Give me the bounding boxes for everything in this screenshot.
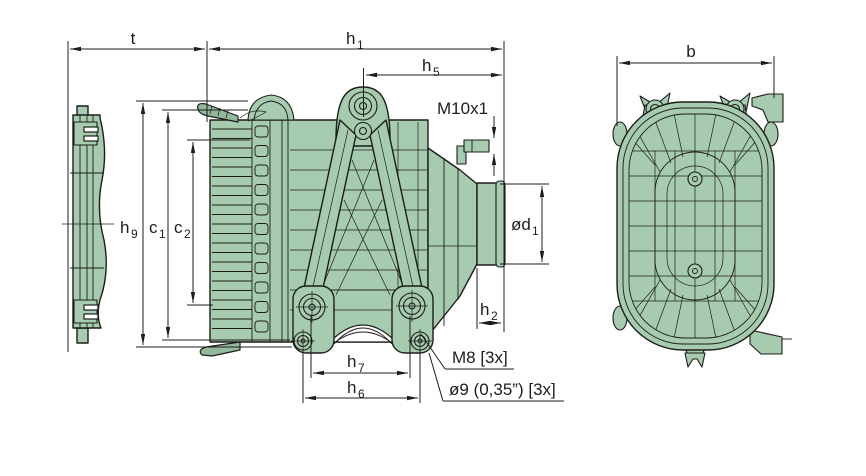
vacuum-stud [456, 139, 490, 165]
svg-text:h: h [120, 218, 129, 237]
svg-text:1: 1 [357, 38, 364, 52]
dim-h1-label: h 1 [346, 29, 364, 52]
view-mounting-band-profile [62, 105, 114, 344]
callout-m8-label: M8 [3x] [452, 348, 508, 367]
callout-o9-label: ø9 (0,35”) [3x] [449, 380, 556, 399]
end-bottom-bracket [749, 329, 792, 355]
latch-dome [247, 94, 295, 121]
bottom-latch [199, 341, 241, 357]
dim-c2-label: c 2 [174, 218, 191, 241]
mounting-bracket [291, 86, 434, 354]
end-top-bracket [751, 93, 784, 123]
svg-text:5: 5 [433, 65, 440, 79]
band-bottom-tab [76, 327, 89, 344]
dim-h2-label: h 2 [480, 300, 498, 323]
svg-text:1: 1 [159, 227, 166, 241]
bolt-boss-m8-left [296, 291, 328, 323]
extension-lines [67, 41, 775, 403]
svg-text:7: 7 [358, 361, 365, 375]
dim-t-label: t [131, 29, 136, 48]
svg-text:2: 2 [184, 227, 191, 241]
svg-text:h: h [346, 29, 355, 48]
bolt-boss-m8-right [396, 290, 428, 322]
stud-m10 [463, 139, 490, 153]
end-pin-top [687, 171, 703, 187]
svg-text:h: h [480, 300, 489, 319]
svg-text:1: 1 [532, 224, 539, 238]
band-top-clip [73, 121, 99, 146]
dim-c1-label: c 1 [149, 218, 166, 241]
end-pin-bottom [687, 263, 703, 279]
leader-m8 [420, 333, 514, 370]
dim-d1-label: ød 1 [511, 215, 539, 238]
inlet-ribs [212, 120, 289, 342]
dim-h9-label: h 9 [120, 218, 138, 241]
band-body [72, 114, 107, 329]
top-latch [197, 94, 295, 123]
svg-text:h: h [422, 56, 431, 75]
inlet-slots [254, 125, 269, 333]
dim-h7-label: h 7 [347, 352, 365, 375]
svg-text:c: c [174, 218, 183, 237]
dim-h5-label: h 5 [422, 56, 440, 79]
hole-o9-left [291, 329, 315, 353]
svg-text:6: 6 [358, 387, 365, 401]
svg-text:9: 9 [131, 227, 138, 241]
band-bottom-clip [73, 299, 99, 324]
svg-text:h: h [347, 378, 356, 397]
port-bead [495, 180, 506, 268]
dim-h6-label: h 6 [347, 378, 365, 401]
leader-o9 [428, 352, 564, 402]
svg-text:c: c [149, 218, 158, 237]
dim-b-label: b [686, 42, 695, 61]
outlet-port [476, 180, 506, 268]
svg-text:h: h [347, 352, 356, 371]
dimension-labels: t h 1 h 5 h 9 c 1 c 2 ød 1 h 2 h [120, 29, 696, 401]
view-housing-side [197, 86, 506, 357]
end-inner-oval [654, 151, 736, 301]
dimension-lines [67, 41, 775, 403]
latch-handle [197, 102, 239, 123]
outlet-cone [427, 147, 478, 337]
callout-m10-label: M10x1 [437, 99, 488, 118]
view-housing-end [612, 92, 792, 368]
svg-text:2: 2 [491, 309, 498, 323]
svg-text:ød: ød [511, 215, 531, 234]
